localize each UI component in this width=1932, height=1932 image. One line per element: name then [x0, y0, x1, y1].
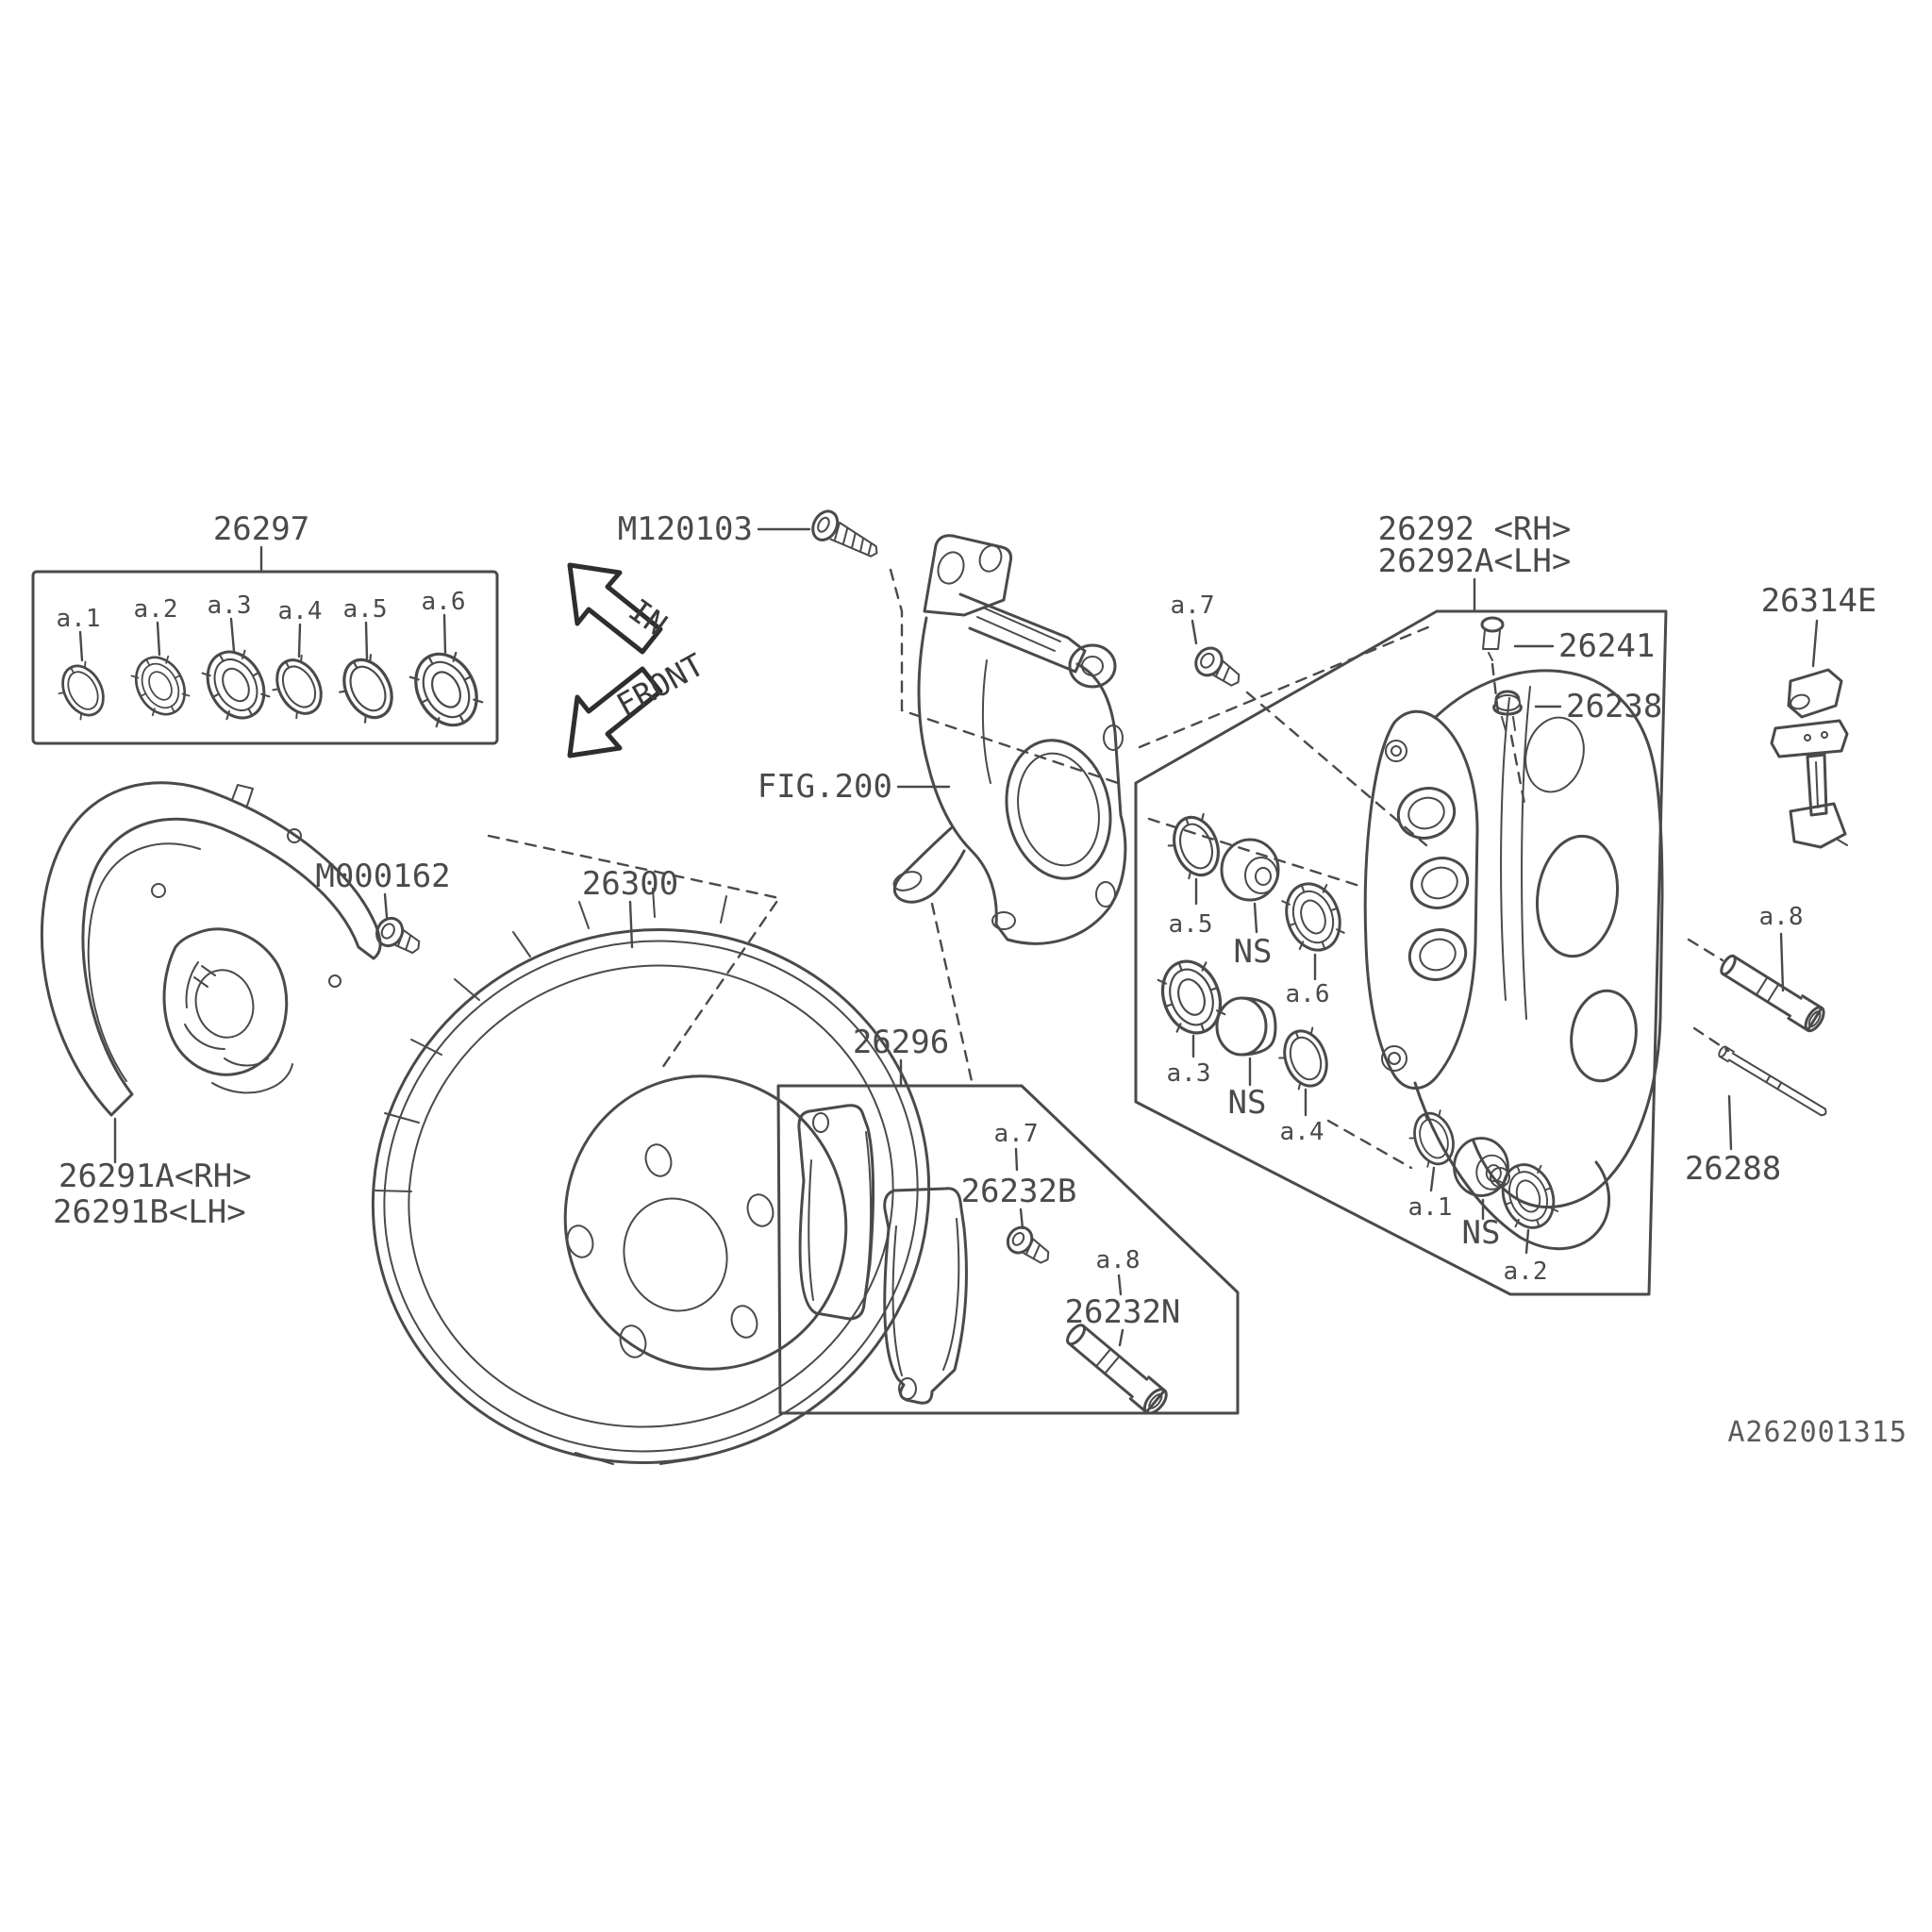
front-arrow-icon	[567, 666, 663, 758]
callout-a5-kit: a.5	[343, 595, 388, 624]
callout-a8-right: a.8	[1759, 903, 1804, 931]
knuckle-lower-arm	[892, 826, 966, 904]
caliper-label-rh: 26292 <RH>	[1378, 510, 1572, 548]
callout-a6-box: a.6	[1286, 980, 1330, 1008]
rotor-hat	[563, 1074, 848, 1371]
callout-ns2: NS	[1228, 1084, 1267, 1122]
lock-bolt-drawing	[1006, 1225, 1050, 1264]
pad-clip-group: 26314E	[1761, 582, 1877, 849]
caliper-mount-bolt-drawing	[1194, 646, 1241, 687]
seal-a6	[402, 641, 491, 738]
pad-pin-label: 26288	[1685, 1150, 1781, 1188]
bushing-ns3	[1453, 1137, 1509, 1197]
pad-clip-drawing	[1770, 668, 1849, 849]
shield-bolt-drawing	[375, 916, 421, 955]
guide-pin-group: a.8 26232N	[1065, 1246, 1180, 1415]
figure-ref-label: FIG.200	[758, 768, 892, 806]
knuckle-top-bracket	[923, 534, 1013, 617]
shield-center-cut	[162, 927, 289, 1076]
pad-pin-group: a.8 26288	[1685, 903, 1827, 1188]
callout-a2-kit: a.2	[134, 595, 178, 624]
rotor-label: 26300	[582, 865, 678, 903]
callout-a6-kit: a.6	[422, 588, 466, 616]
knuckle-hub-bore	[1005, 739, 1112, 880]
knuckle-body	[917, 616, 1127, 945]
rotor-group: 26300	[371, 865, 931, 1465]
piston-ns2	[1215, 996, 1277, 1057]
callout-a4-box: a.4	[1280, 1118, 1324, 1146]
callout-a2-box: a.2	[1504, 1257, 1548, 1286]
shield-inner-flange	[87, 842, 201, 1082]
callout-a4-kit: a.4	[278, 597, 323, 625]
shield-bolt-label: M000162	[315, 858, 450, 895]
callout-a7-lock-bolt: a.7	[994, 1120, 1039, 1148]
knuckle-bolt-drawing	[811, 509, 878, 558]
callout-a3-box: a.3	[1167, 1059, 1211, 1088]
bleeder-cap-group: 26238	[1492, 688, 1662, 806]
caliper-body-drawing	[1363, 669, 1664, 1251]
lock-bolt-label: 26232B	[961, 1173, 1077, 1210]
seal-kit-group: 26297 a.1 a.2 a.3 a.4 a.5 a.6	[31, 510, 499, 745]
callout-a8-guide-pin: a.8	[1096, 1246, 1141, 1274]
seal-kit-label: 26297	[213, 510, 309, 548]
seal-a4-box	[1271, 1024, 1336, 1095]
guide-pin-drawing	[1066, 1324, 1168, 1415]
bushing-ns1	[1220, 838, 1280, 902]
callout-a1-kit: a.1	[57, 605, 101, 633]
caliper-group: 26292 <RH> 26292A<LH> a.7 26241 26238	[1134, 510, 1668, 1296]
bleeder-screw-group: 26241	[1480, 616, 1655, 715]
lock-bolt-group: a.7 26232B	[961, 1120, 1077, 1264]
rotor-outer-edge	[371, 928, 931, 1464]
pad-kit-group: 26296	[776, 1024, 1240, 1415]
pad-kit-label: 26296	[853, 1024, 949, 1061]
callout-ns1: NS	[1234, 933, 1273, 971]
seal-a5-box	[1159, 809, 1228, 885]
callout-ns3: NS	[1462, 1214, 1501, 1252]
splash-shield-group: 26291A<RH> 26291B<LH>	[40, 781, 382, 1231]
seal-a1	[49, 658, 113, 725]
knuckle-bolt-group: M120103	[618, 509, 1123, 786]
orientation-arrows: IN FRONT	[567, 562, 710, 758]
rotor-center-hole	[623, 1197, 728, 1312]
pin-bolt-drawing	[1720, 954, 1825, 1033]
shield-label-lh: 26291B<LH>	[53, 1193, 246, 1231]
pad-pin-drawing	[1718, 1045, 1827, 1117]
shield-label-rh: 26291A<RH>	[58, 1158, 252, 1195]
callout-a5-box: a.5	[1169, 910, 1213, 939]
shield-outer	[40, 781, 382, 1117]
bleeder-screw-label: 26241	[1558, 627, 1655, 665]
callout-a7-top: a.7	[1171, 591, 1215, 620]
pad-kit-box	[776, 1084, 1240, 1415]
shield-bolt-group: M000162	[315, 834, 974, 1083]
knuckle-arm	[958, 592, 1087, 674]
seal-a2	[125, 647, 196, 724]
seal-a6-box	[1275, 874, 1351, 959]
front-arrow-label: FRONT	[610, 646, 710, 724]
brake-pad-outer	[797, 1104, 875, 1321]
caliper-label-lh: 26292A<LH>	[1378, 542, 1572, 580]
seal-a4	[262, 651, 332, 725]
diagram-code: A262001315	[1727, 1416, 1907, 1449]
pad-clip-label: 26314E	[1761, 582, 1877, 620]
seal-a5	[328, 650, 403, 730]
rotor-face	[408, 964, 894, 1428]
callout-a1-box: a.1	[1408, 1193, 1453, 1222]
caliper-box	[1134, 609, 1668, 1296]
brake-pad-inner	[883, 1187, 968, 1405]
seal-a3	[194, 641, 277, 729]
callout-a3-kit: a.3	[208, 591, 252, 620]
in-arrow-icon	[567, 562, 663, 655]
knuckle-bolt-label: M120103	[618, 510, 753, 548]
seal-kit-box	[31, 570, 499, 745]
knuckle-group: FIG.200	[758, 534, 1127, 945]
